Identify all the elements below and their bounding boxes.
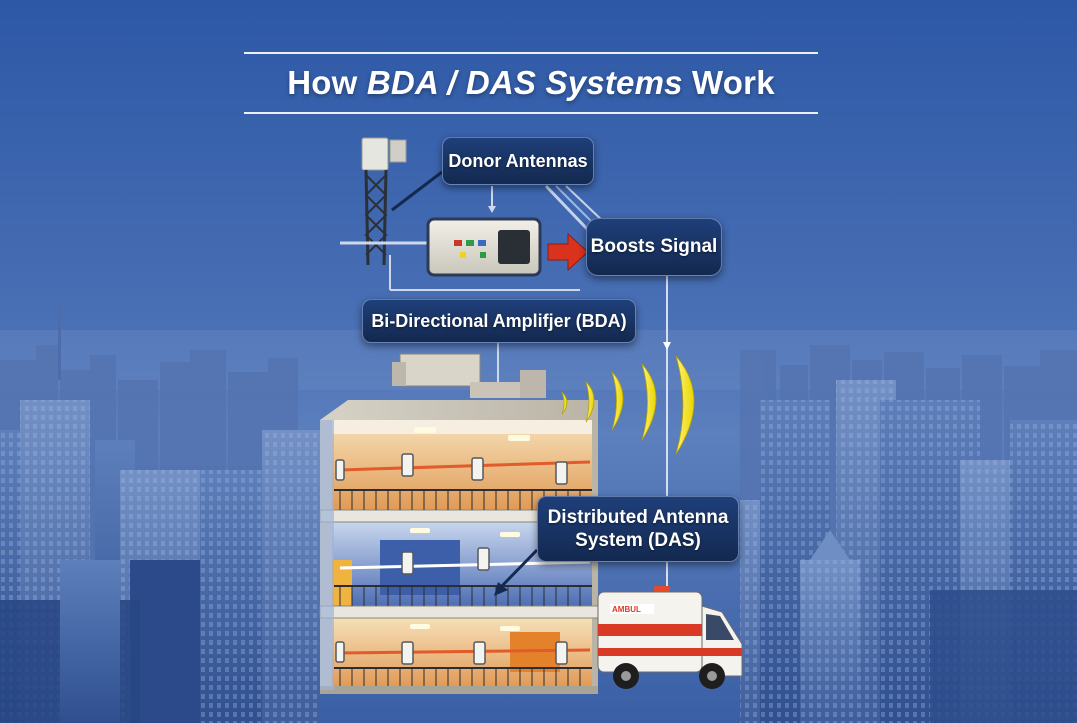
title-part-1: How [287, 64, 367, 101]
ambulance-label: AMBUL [612, 605, 641, 614]
donor-antennas-label: Donor Antennas [448, 150, 588, 171]
bda-label: Bi-Directional Amplifjer (BDA) [371, 310, 627, 331]
boosts-signal-callout: Boosts Signal [586, 218, 722, 276]
boosts-signal-label: Boosts Signal [590, 236, 718, 257]
das-callout: Distributed Antenna System (DAS) [537, 496, 739, 562]
title-part-3: Work [682, 64, 775, 101]
bda-callout: Bi-Directional Amplifjer (BDA) [362, 299, 636, 343]
title-part-2: BDA / DAS Systems [366, 64, 683, 101]
donor-antennas-callout: Donor Antennas [442, 137, 594, 185]
page-title: How BDA / DAS Systems Work [244, 52, 818, 114]
das-label-line-2: System (DAS) [575, 530, 701, 551]
building-cutaway [319, 353, 599, 694]
das-label-line-1: Distributed Antenna [547, 507, 729, 528]
bda-amplifier-unit [426, 217, 542, 277]
signal-wave-icon [561, 355, 695, 455]
ambulance-icon: AMBUL [597, 586, 743, 689]
red-arrow-icon [547, 232, 589, 272]
donor-tower [361, 137, 407, 266]
